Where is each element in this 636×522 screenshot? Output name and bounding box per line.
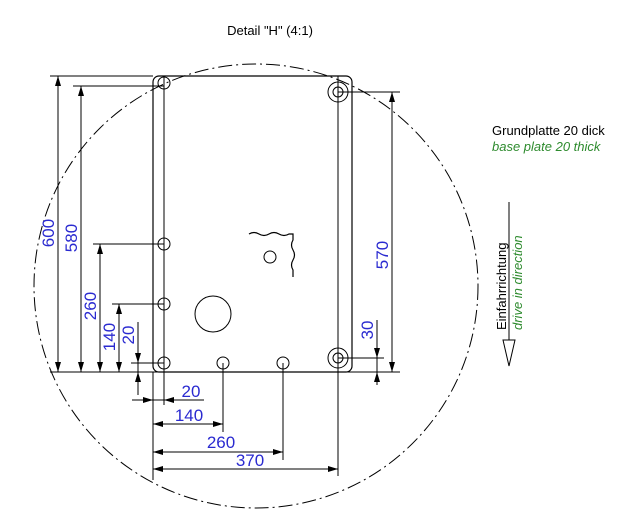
plate-note-english: base plate 20 thick <box>492 139 602 154</box>
dim-20-horizontal: 20 <box>182 382 201 401</box>
direction-note-german: Einfahrrichtung <box>494 243 509 330</box>
plate-note-german: Grundplatte 20 dick <box>492 123 605 138</box>
dim-260-vertical: 260 <box>81 292 100 320</box>
large-opening <box>194 295 232 333</box>
holes <box>157 76 349 370</box>
dim-30: 30 <box>358 321 377 340</box>
dim-600: 600 <box>39 219 58 247</box>
hole <box>157 76 171 90</box>
dimension-lines <box>57 76 393 470</box>
dim-580: 580 <box>62 224 81 252</box>
dim-370: 370 <box>236 451 264 470</box>
dim-140-vertical: 140 <box>100 323 119 351</box>
detail-boundary-circle <box>33 63 479 509</box>
extension-lines <box>50 75 400 480</box>
dim-260-horizontal: 260 <box>207 433 235 452</box>
dim-140-horizontal: 140 <box>175 406 203 425</box>
base-plate <box>152 75 353 373</box>
dim-570: 570 <box>373 241 392 269</box>
direction-note-english: drive in direction <box>510 235 525 330</box>
drive-direction-arrow <box>502 202 516 367</box>
dimension-arrows <box>55 76 395 472</box>
dim-20-vertical: 20 <box>119 326 138 345</box>
small-hole <box>263 250 277 264</box>
detail-title: Detail "H" (4:1) <box>227 23 313 38</box>
angle-bracket-break <box>248 231 296 277</box>
